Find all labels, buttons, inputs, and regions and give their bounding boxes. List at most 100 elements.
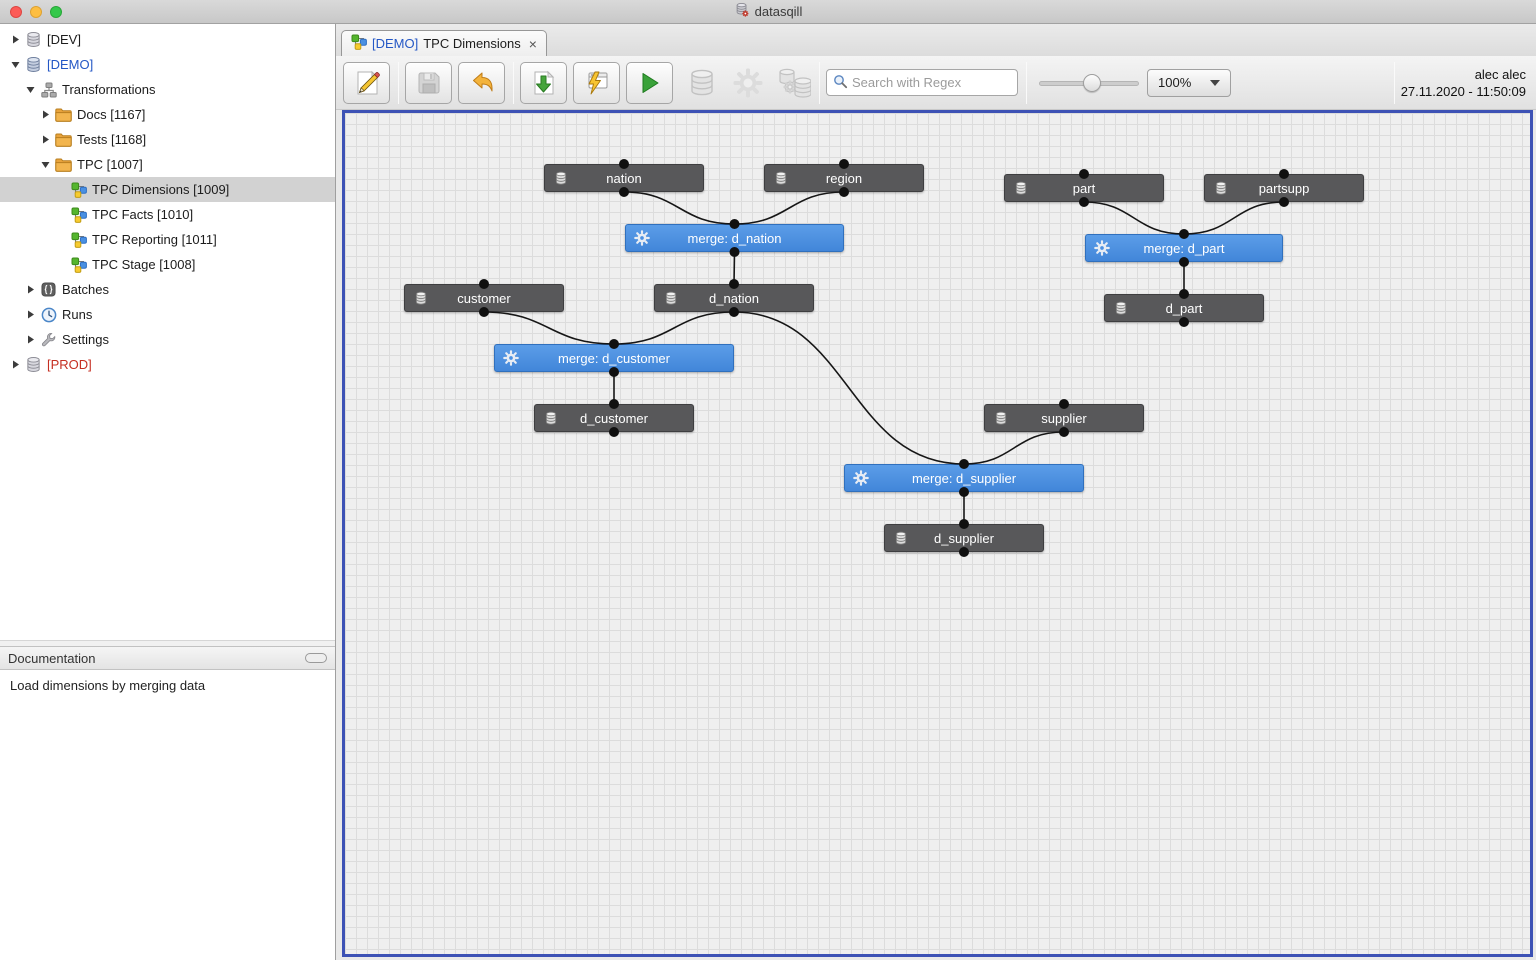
execute-sql-button[interactable] bbox=[573, 61, 620, 104]
disclosure-triangle-icon[interactable] bbox=[23, 309, 38, 320]
disclosure-triangle-icon[interactable] bbox=[38, 109, 53, 120]
database-icon bbox=[553, 170, 569, 186]
database-icon bbox=[23, 356, 44, 373]
database-icon bbox=[663, 290, 679, 306]
transformation-icon bbox=[351, 34, 367, 53]
braces-icon bbox=[38, 282, 59, 297]
user-name: alec alec bbox=[1474, 66, 1526, 82]
table-node-d_nation[interactable]: d_nation bbox=[654, 284, 814, 312]
disclosure-triangle-icon[interactable] bbox=[8, 359, 23, 370]
table-node-d_supplier[interactable]: d_supplier bbox=[884, 524, 1044, 552]
documentation-text: Load dimensions by merging data bbox=[10, 678, 206, 693]
database-icon bbox=[543, 410, 559, 426]
zoom-slider[interactable] bbox=[1039, 73, 1139, 93]
tab-close-icon[interactable]: × bbox=[528, 35, 537, 52]
database-gear-gray-icon bbox=[777, 68, 811, 98]
transformation-node-merge_d_customer[interactable]: merge: d_customer bbox=[494, 344, 734, 372]
transform-icon bbox=[68, 257, 89, 273]
table-node-supplier[interactable]: supplier bbox=[984, 404, 1144, 432]
edit-button[interactable] bbox=[343, 61, 390, 104]
tree-item-dev[interactable]: [DEV] bbox=[0, 27, 335, 52]
transform-icon bbox=[68, 207, 89, 223]
close-window-button[interactable] bbox=[10, 6, 22, 18]
floppy-icon bbox=[415, 69, 443, 97]
tree-item-demo[interactable]: [DEMO] bbox=[0, 52, 335, 77]
tree-item-label: Batches bbox=[62, 282, 109, 297]
folder-icon bbox=[53, 133, 74, 147]
disclosure-triangle-icon[interactable] bbox=[23, 334, 38, 345]
node-label: supplier bbox=[1041, 410, 1087, 426]
app-icon bbox=[734, 2, 750, 21]
documentation-collapse-button[interactable] bbox=[305, 653, 327, 663]
database-icon bbox=[773, 170, 789, 186]
database-icon bbox=[23, 31, 44, 48]
tree-item-tpc[interactable]: TPC [1007] bbox=[0, 152, 335, 177]
minimize-window-button[interactable] bbox=[30, 6, 42, 18]
tree-item-tpc-dimensions[interactable]: TPC Dimensions [1009] bbox=[0, 177, 335, 202]
table-node-region[interactable]: region bbox=[764, 164, 924, 192]
tree-item-transformations[interactable]: Transformations bbox=[0, 77, 335, 102]
transform-icon bbox=[68, 232, 89, 248]
transformation-node-merge_d_supplier[interactable]: merge: d_supplier bbox=[844, 464, 1084, 492]
toolbar-separator bbox=[819, 61, 820, 104]
node-label: merge: d_part bbox=[1143, 240, 1225, 256]
tree-item-label: TPC [1007] bbox=[77, 157, 143, 172]
run-button[interactable] bbox=[626, 61, 673, 104]
process-button bbox=[725, 62, 771, 104]
database-icon bbox=[893, 530, 909, 546]
tree-item-tpc-facts[interactable]: TPC Facts [1010] bbox=[0, 202, 335, 227]
disclosure-triangle-icon[interactable] bbox=[8, 59, 23, 70]
database-icon bbox=[1013, 180, 1029, 196]
tree-item-prod[interactable]: [PROD] bbox=[0, 352, 335, 377]
table-node-customer[interactable]: customer bbox=[404, 284, 564, 312]
toolbar-separator bbox=[513, 61, 514, 104]
edge-part-to-merge_d_part bbox=[1083, 201, 1185, 235]
canvas-wrap: nation region merge: d_nation d_nation part p… bbox=[336, 110, 1536, 960]
tree-item-label: Docs [1167] bbox=[77, 107, 146, 122]
table-node-partsupp[interactable]: partsupp bbox=[1204, 174, 1364, 202]
disclosure-triangle-icon[interactable] bbox=[23, 284, 38, 295]
search-box bbox=[826, 69, 1018, 96]
tab-tpc-dimensions[interactable]: [DEMO] TPC Dimensions × bbox=[341, 30, 547, 56]
zoom-level-dropdown[interactable]: 100% bbox=[1147, 68, 1231, 97]
undo-button[interactable] bbox=[458, 61, 505, 104]
disclosure-triangle-icon[interactable] bbox=[23, 84, 38, 95]
tree-item-tests[interactable]: Tests [1168] bbox=[0, 127, 335, 152]
tree-item-tpc-reporting[interactable]: TPC Reporting [1011] bbox=[0, 227, 335, 252]
gear-icon bbox=[503, 350, 519, 366]
disclosure-triangle-icon[interactable] bbox=[38, 159, 53, 170]
table-node-d_part[interactable]: d_part bbox=[1104, 294, 1264, 322]
deploy-button[interactable] bbox=[520, 61, 567, 104]
clock-icon bbox=[38, 307, 59, 323]
disclosure-triangle-icon[interactable] bbox=[8, 34, 23, 45]
panel-splitter[interactable] bbox=[0, 640, 335, 646]
transformation-node-merge_d_nation[interactable]: merge: d_nation bbox=[625, 224, 844, 252]
node-label: part bbox=[1072, 180, 1096, 196]
tree-item-label: Runs bbox=[62, 307, 93, 322]
node-label: d_supplier bbox=[934, 530, 994, 546]
titlebar: datasqill bbox=[0, 0, 1536, 24]
database-icon bbox=[413, 290, 429, 306]
table-node-part[interactable]: part bbox=[1004, 174, 1164, 202]
gear-gray-icon bbox=[733, 68, 763, 98]
download-icon bbox=[530, 69, 558, 97]
search-input[interactable] bbox=[852, 75, 1011, 90]
database-icon-blue bbox=[23, 56, 44, 73]
tree-item-settings[interactable]: Settings bbox=[0, 327, 335, 352]
table-node-d_customer[interactable]: d_customer bbox=[534, 404, 694, 432]
zoom-slider-thumb[interactable] bbox=[1083, 73, 1101, 92]
tree-item-label: TPC Stage [1008] bbox=[92, 257, 196, 272]
table-node-nation[interactable]: nation bbox=[544, 164, 704, 192]
transformation-node-merge_d_part[interactable]: merge: d_part bbox=[1085, 234, 1283, 262]
lightning-icon bbox=[582, 68, 612, 98]
tree-item-tpc-stage[interactable]: TPC Stage [1008] bbox=[0, 252, 335, 277]
tree-item-runs[interactable]: Runs bbox=[0, 302, 335, 327]
tree-item-docs[interactable]: Docs [1167] bbox=[0, 102, 335, 127]
maximize-window-button[interactable] bbox=[50, 6, 62, 18]
tree-item-batches[interactable]: Batches bbox=[0, 277, 335, 302]
dag-canvas[interactable]: nation region merge: d_nation d_nation part p… bbox=[342, 110, 1533, 957]
node-label: region bbox=[825, 170, 863, 186]
tree-item-label: TPC Dimensions [1009] bbox=[92, 182, 230, 197]
disclosure-triangle-icon[interactable] bbox=[38, 134, 53, 145]
